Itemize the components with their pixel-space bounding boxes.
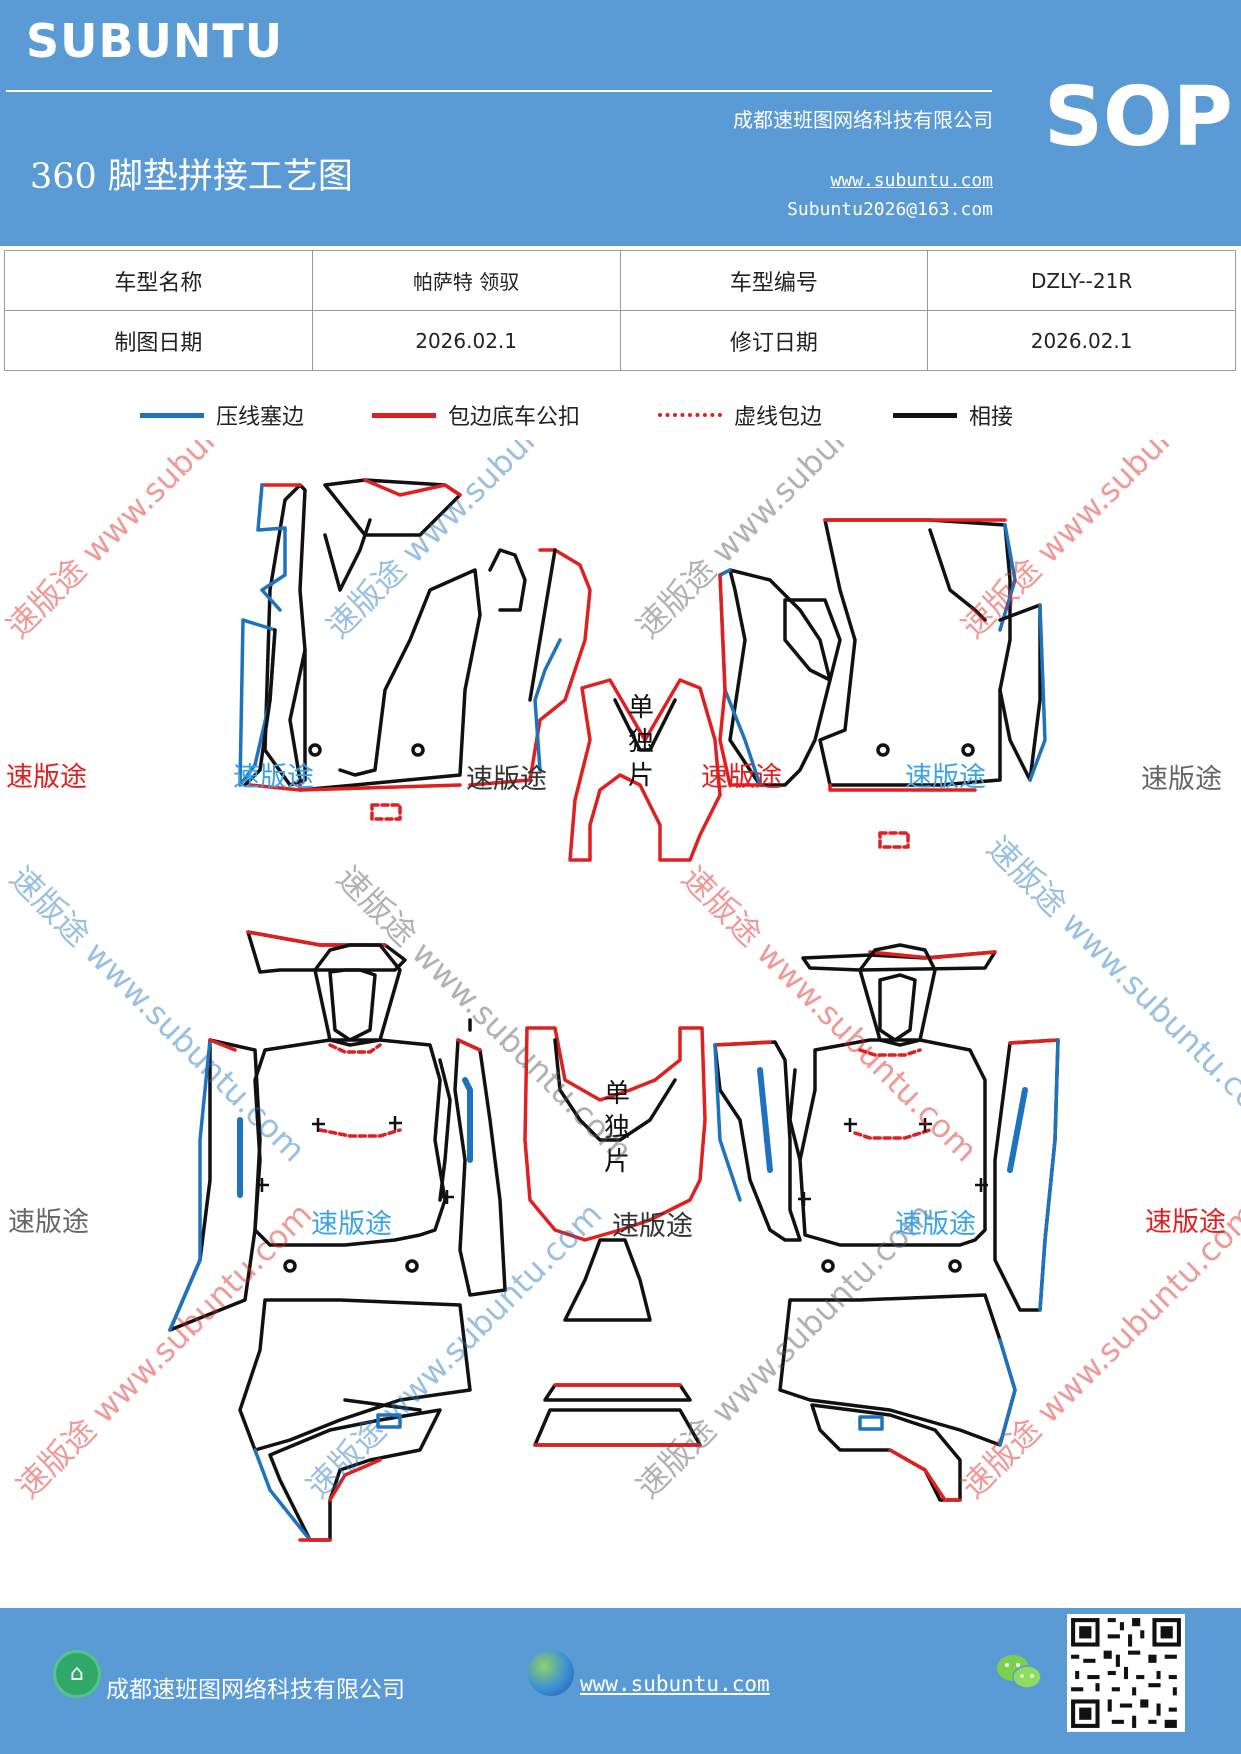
- single-piece-char-4: 单: [604, 1079, 630, 1109]
- watermark-text: 速版途 www.subuntu.com: [0, 440, 309, 646]
- floor-mat-diagram: 单 独 片 单 独 片 速版途 www.subuntu.com 速版途 www.…: [0, 440, 1241, 1542]
- footer-website-link[interactable]: www.subuntu.com: [580, 1672, 770, 1696]
- watermark-label: 速版途: [895, 1209, 976, 1240]
- watermark-label: 速版途: [1145, 1207, 1226, 1238]
- single-piece-char-6: 片: [604, 1147, 630, 1177]
- watermark-label: 速版途: [311, 1209, 392, 1240]
- single-piece-char-5: 独: [604, 1113, 630, 1143]
- legend-item-press-line: 压线塞边: [140, 395, 304, 435]
- legend-swatch-black: [893, 412, 957, 418]
- table-row: 制图日期 2026.02.1 修订日期 2026.02.1: [4, 310, 1236, 371]
- legend-label: 虚线包边: [734, 405, 823, 430]
- watermark-label: 速版途: [6, 762, 87, 793]
- watermark-label: 速版途: [1141, 764, 1222, 795]
- model-name-value: 帕萨特 领驭: [311, 250, 621, 311]
- watermark-text: 速版途 www.subuntu.com: [299, 1195, 609, 1505]
- page-title: 360 脚垫拼接工艺图: [30, 157, 353, 197]
- footer-company: 成都速班图网络科技有限公司: [106, 1677, 405, 1703]
- info-table: 车型名称 帕萨特 领驭 车型编号 DZLY--21R 制图日期 2026.02.…: [4, 250, 1236, 371]
- watermark-text: 速版途 www.subuntu.com: [954, 1195, 1241, 1505]
- legend-label: 包边底车公扣: [448, 405, 581, 430]
- single-piece-char-2: 独: [628, 727, 654, 757]
- model-name-label: 车型名称: [4, 250, 313, 311]
- watermark-label: 速版途: [701, 762, 782, 793]
- qr-code: [1067, 1614, 1185, 1732]
- footer-banner: ⌂ 成都速班图网络科技有限公司 www.subuntu.com: [0, 1608, 1241, 1754]
- legend-swatch-red: [372, 412, 436, 418]
- revise-date-label: 修订日期: [619, 310, 929, 371]
- watermark-text: 速版途 www.subuntu.com: [954, 440, 1241, 646]
- rear-center-single-piece: [523, 1026, 707, 1447]
- legend-label: 相接: [969, 405, 1014, 430]
- header-website-link[interactable]: www.subuntu.com: [830, 170, 993, 191]
- wechat-icon: [997, 1655, 1042, 1689]
- front-right-mat: [718, 518, 1047, 849]
- model-code-value: DZLY--21R: [927, 250, 1236, 311]
- watermark-label: 速版途: [233, 762, 314, 793]
- legend-swatch-blue: [140, 412, 204, 418]
- single-piece-labels: 单 独 片 单 独 片: [604, 693, 654, 1177]
- sop-badge: SOP: [1044, 70, 1233, 165]
- draw-date-value: 2026.02.1: [311, 310, 621, 371]
- front-left-mat: [238, 478, 592, 821]
- legend-item-joint: 相接: [893, 395, 1013, 435]
- revise-date-value: 2026.02.1: [927, 310, 1236, 371]
- legend-item-dotted-edge: 虚线包边: [658, 395, 822, 435]
- direction-marks: [256, 1116, 988, 1206]
- watermark-label: 速版途: [905, 762, 986, 793]
- header-company: 成都速班图网络科技有限公司: [733, 108, 993, 132]
- rear-left-mat: [168, 930, 507, 1542]
- single-piece-char-3: 片: [628, 761, 654, 791]
- brand-logo: SUBUNTU: [26, 14, 284, 68]
- front-center-single-piece: [568, 678, 722, 862]
- watermark-layer: 速版途 www.subuntu.com 速版途 www.subuntu.com …: [0, 440, 1241, 1506]
- draw-date-label: 制图日期: [4, 310, 313, 371]
- watermark-label: 速版途: [8, 1207, 89, 1238]
- watermark-label: 速版途: [612, 1211, 693, 1242]
- watermark-text: 速版途 www.subuntu.com: [319, 440, 629, 646]
- model-code-label: 车型编号: [619, 250, 929, 311]
- watermark-text: 速版途 www.subuntu.com: [979, 829, 1241, 1139]
- legend-swatch-dotted: [658, 413, 722, 417]
- watermark-text: 速版途 www.subuntu.com: [329, 859, 639, 1169]
- legend-label: 压线塞边: [216, 405, 305, 430]
- watermark-text: 速版途 www.subuntu.com: [2, 859, 312, 1169]
- globe-icon: [528, 1650, 574, 1696]
- watermark-text: 速版途 www.subuntu.com: [674, 859, 984, 1169]
- single-piece-char-1: 单: [628, 693, 654, 723]
- home-icon: ⌂: [53, 1650, 101, 1698]
- legend-item-red-edge: 包边底车公扣: [372, 395, 580, 435]
- header-divider: [6, 90, 992, 92]
- header-banner: SUBUNTU 成都速班图网络科技有限公司 360 脚垫拼接工艺图 www.su…: [0, 0, 1241, 246]
- rear-right-mat: [713, 943, 1060, 1502]
- header-email[interactable]: Subuntu2026@163.com: [787, 199, 993, 220]
- table-row: 车型名称 帕萨特 领驭 车型编号 DZLY--21R: [4, 250, 1236, 311]
- watermark-label: 速版途: [466, 764, 547, 795]
